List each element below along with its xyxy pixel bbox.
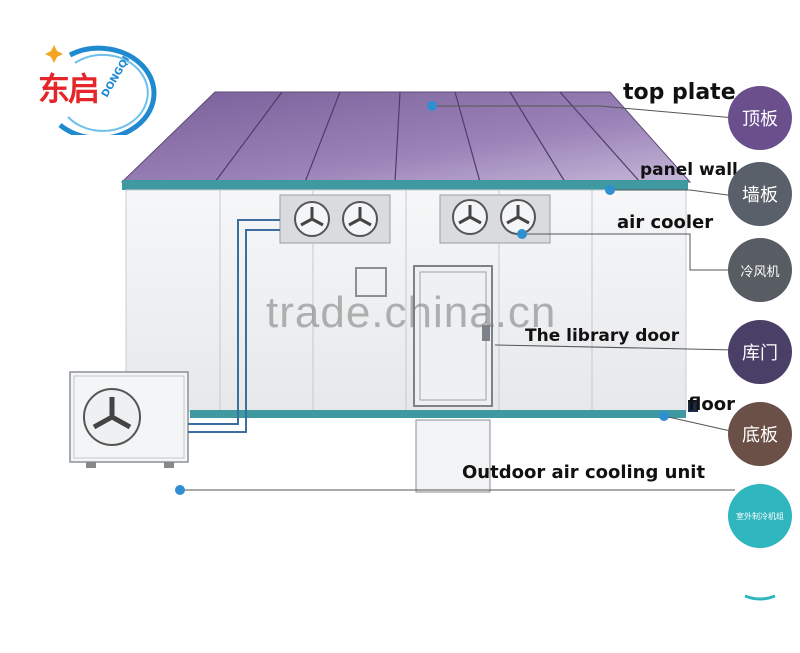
circle-cooler-text: 冷风机 [740,264,780,280]
circle-wall: 墙板 [728,162,792,226]
roof [120,91,692,183]
label-outdoor-unit: Outdoor air cooling unit [462,462,706,483]
logo-brand-cn: 东启 [38,70,100,108]
floor-marker [688,400,698,412]
label-floor: floor [688,394,735,415]
label-air-cooler: air cooler [617,212,714,233]
circle-floor-text: 底板 [742,425,778,446]
callout-lines [180,105,736,491]
roof-edge-trim [122,180,688,190]
watermark: trade.china.cn [266,288,557,337]
label-top-plate: top plate [623,80,736,105]
circle-door: 库门 [728,320,792,384]
label-panel-wall: panel wall [640,160,738,180]
air-cooler-left [279,194,391,244]
outdoor-unit [69,371,189,468]
circle-roof: 顶板 [728,86,792,150]
circle-wall-text: 墙板 [742,185,778,206]
circle-floor: 底板 [728,402,792,466]
library-door [413,265,493,493]
floor-trim [190,410,686,418]
air-cooler-right [439,194,551,244]
logo-swoosh-icon [45,45,157,135]
circle-door-text: 库门 [742,343,778,364]
panel-wall [125,189,687,413]
circle-outdoor-text: 室外制冷机组 [736,511,784,521]
circle-roof-text: 顶板 [742,109,778,130]
circle-outdoor: 室外制冷机组 [728,484,792,548]
callout-dots [175,101,669,495]
circle-cooler: 冷风机 [728,238,792,302]
refrigerant-pipes [188,219,280,433]
decor-arc [744,594,776,601]
label-library-door: The library door [525,326,680,346]
